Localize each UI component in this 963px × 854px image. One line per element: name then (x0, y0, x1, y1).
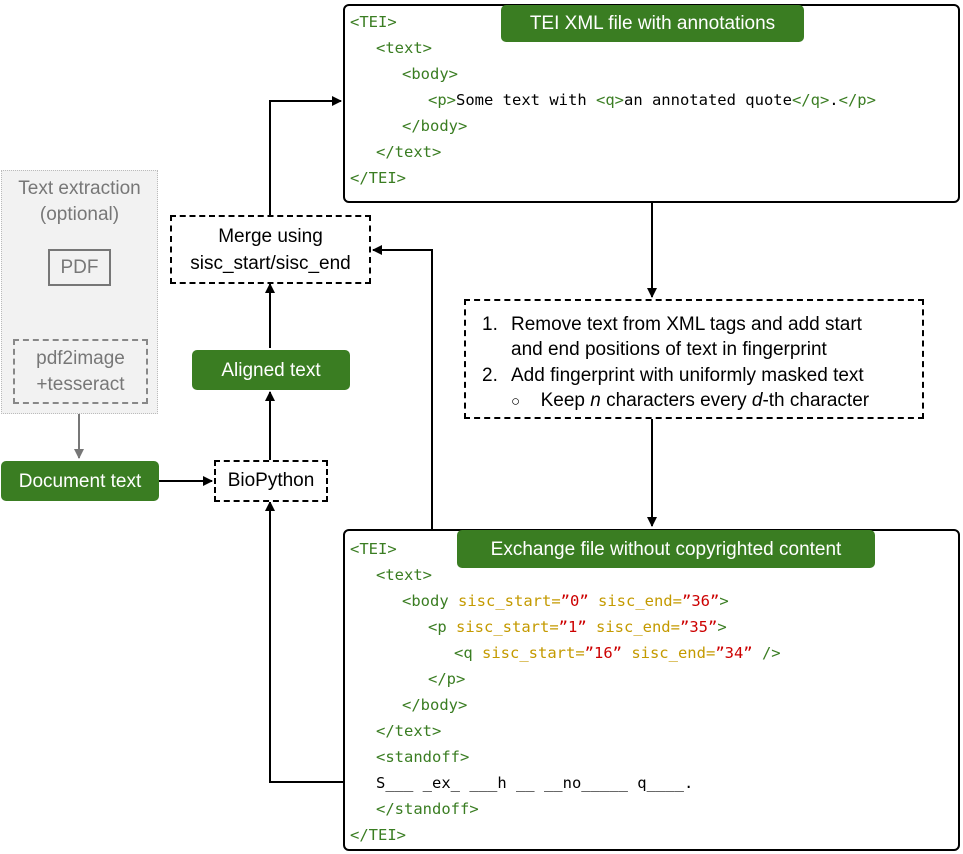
code-token: <text> (376, 39, 432, 57)
code-token: </p> (838, 91, 876, 109)
merge-line1: Merge using (218, 225, 323, 247)
code-token: sisc_start= (456, 618, 559, 636)
code-token: sisc_end= (586, 618, 680, 636)
code-token: sisc_start= (458, 592, 561, 610)
arrow-exchange-to-merge (372, 245, 433, 529)
code-token: </q> (791, 91, 830, 109)
code-token: <q> (595, 91, 624, 109)
code-token: ”0” (560, 592, 589, 610)
code-line: </standoff> (376, 800, 479, 818)
ocr-line1: pdf2image (36, 347, 125, 369)
ocr-line2: +tesseract (36, 373, 125, 395)
code-line: <body> (402, 65, 458, 83)
step-1-line1: Remove text from XML tags and add start (511, 314, 862, 335)
code-token: <body (402, 592, 458, 610)
code-token: <TEI> (350, 540, 397, 558)
sub-post: -th character (762, 390, 870, 411)
code-line: <p sisc_start=”1” sisc_end=”35”> (428, 618, 727, 636)
text-extraction-title: Text extraction (optional) (1, 176, 158, 228)
step-2-subitem: ○ Keep n characters every d-th character (511, 391, 869, 410)
pdf-box: PDF (48, 249, 111, 286)
code-token: > (719, 592, 729, 610)
code-token: Some text with (456, 91, 596, 109)
biopython-label: BioPython (227, 470, 315, 491)
merge-line2: sisc_start/sisc_end (190, 252, 351, 274)
code-token: <text> (376, 566, 432, 584)
code-token: </text> (376, 722, 442, 740)
arrow-exchange-to-biopython (265, 501, 344, 783)
step-2-line1: Add fingerprint with uniformly masked te… (511, 365, 864, 386)
code-token: </p> (428, 670, 466, 688)
code-token: /> (752, 644, 781, 662)
sub-pre: Keep (540, 390, 591, 411)
tei-xml-label: TEI XML file with annotations (501, 5, 804, 42)
step-1-number: 1. (482, 314, 498, 335)
code-token: <p> (428, 91, 456, 109)
code-token: sisc_end= (588, 592, 682, 610)
arrow-merge-to-tei (269, 96, 342, 215)
code-token: ”1” (558, 618, 587, 636)
code-token: </standoff> (376, 800, 479, 818)
biopython-box: BioPython (214, 460, 328, 502)
code-token: <body> (402, 65, 458, 83)
code-token: sisc_start= (482, 644, 585, 662)
code-line: <q sisc_start=”16” sisc_end=”34” /> (454, 644, 781, 662)
code-line: </TEI> (350, 169, 406, 187)
ocr-box: pdf2image +tesseract (13, 339, 148, 404)
hollow-bullet-icon: ○ (511, 393, 521, 410)
code-line: S___ _ex_ ___h __ __no_____ q____. (376, 774, 694, 792)
code-token: <TEI> (350, 13, 397, 31)
code-line: <TEI> (350, 13, 397, 31)
document-text-label: Document text (1, 461, 159, 501)
code-token: S___ _ex_ ___h __ __no_____ q____. (376, 774, 694, 792)
code-token: </TEI> (350, 169, 406, 187)
merge-box: Merge using sisc_start/sisc_end (170, 215, 371, 284)
sub-d: d (751, 390, 763, 411)
code-line: </text> (376, 143, 442, 161)
sub-mid: characters every (600, 390, 752, 411)
code-line: </body> (402, 696, 468, 714)
code-token: <q (454, 644, 482, 662)
code-line: <p>Some text with <q>an annotated quote<… (428, 91, 876, 109)
code-line: <body sisc_start=”0” sisc_end=”36”> (402, 592, 729, 610)
text-extraction-title-line1: Text extraction (18, 178, 141, 199)
text-extraction-title-line2: (optional) (39, 204, 120, 225)
code-token: ”34” (715, 644, 753, 662)
exchange-label: Exchange file without copyrighted conten… (457, 530, 875, 568)
sub-n: n (590, 390, 601, 411)
code-line: <text> (376, 39, 432, 57)
code-token: </text> (376, 143, 442, 161)
code-token: an annotated quote (623, 91, 792, 109)
code-token: ”16” (584, 644, 622, 662)
code-line: <text> (376, 566, 432, 584)
code-token: ”35” (679, 618, 718, 636)
code-token: <standoff> (376, 748, 470, 766)
exchange-box: <TEI><text><body sisc_start=”0” sisc_end… (343, 529, 960, 851)
code-token: ”36” (681, 592, 720, 610)
code-line: </body> (402, 117, 468, 135)
code-token: sisc_end= (621, 644, 716, 662)
code-line: </text> (376, 722, 442, 740)
code-token: . (829, 91, 839, 109)
code-token: </TEI> (350, 826, 406, 844)
code-line: </TEI> (350, 826, 406, 844)
code-line: <standoff> (376, 748, 470, 766)
code-token: </body> (402, 117, 468, 135)
code-token: </body> (402, 696, 468, 714)
code-line: <TEI> (350, 540, 397, 558)
aligned-text-label: Aligned text (192, 350, 350, 390)
code-token: <p (428, 618, 456, 636)
step-2-number: 2. (482, 365, 498, 386)
code-token: > (717, 618, 727, 636)
steps-box: 1. Remove text from XML tags and add sta… (464, 299, 924, 419)
code-line: </p> (428, 670, 466, 688)
step-1-line2: and end positions of text in fingerprint (511, 339, 827, 360)
